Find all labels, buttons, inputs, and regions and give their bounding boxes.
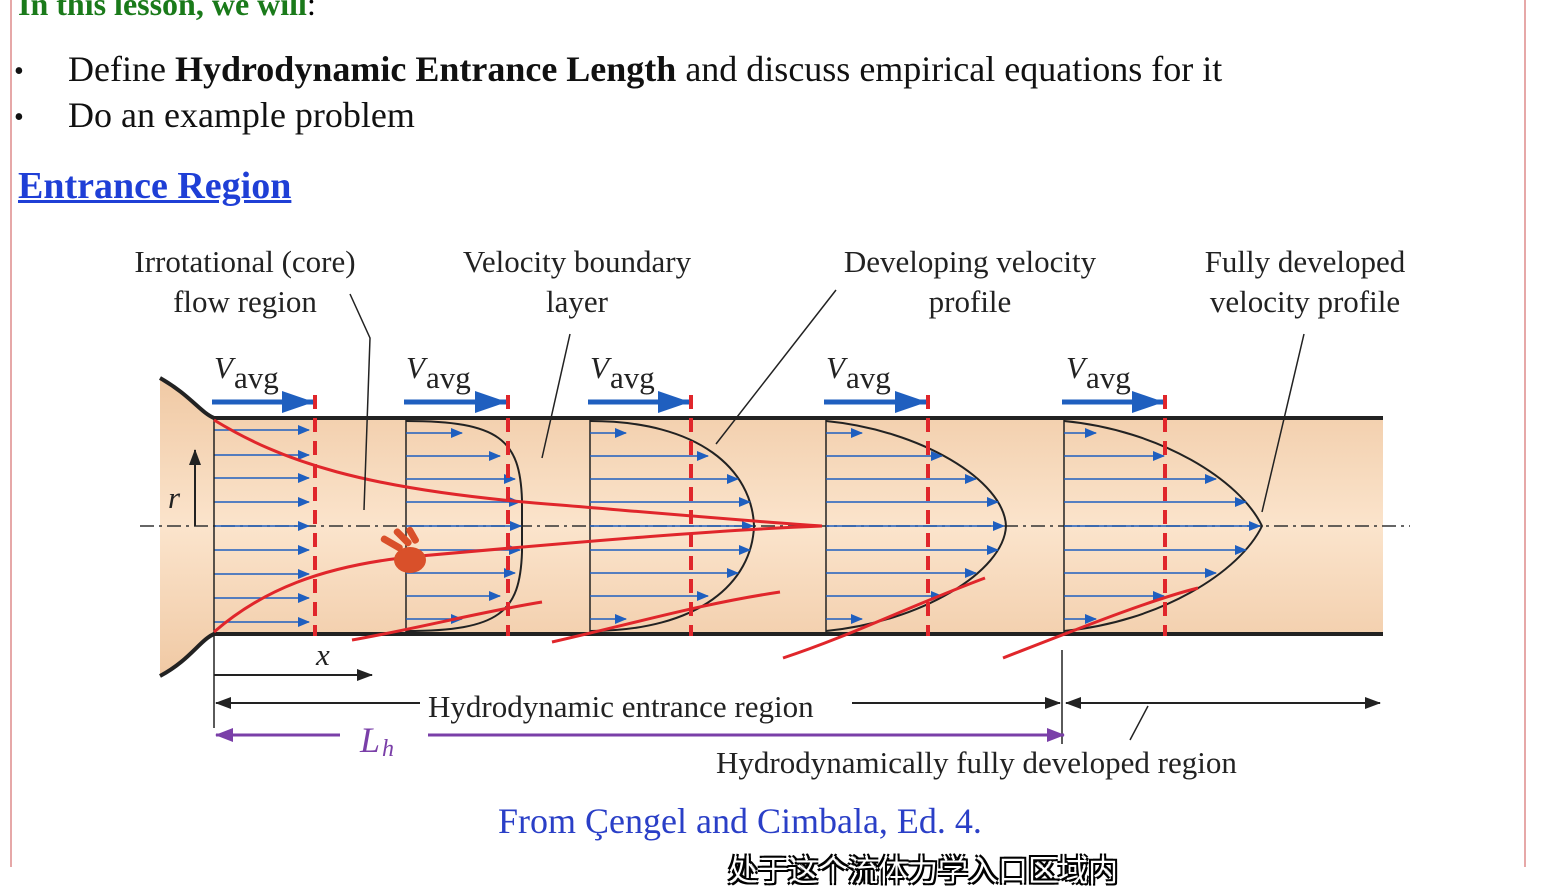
- label-fully-developed-line2: velocity profile: [1210, 284, 1400, 319]
- boundary-layer-leader: [541, 333, 571, 459]
- developed-region-label: Hydrodynamically fully developed region: [716, 745, 1237, 780]
- profile-curve: [825, 420, 1008, 632]
- vavg-symbol: V: [590, 350, 612, 385]
- vavg-symbol: V: [826, 350, 848, 385]
- profile-curve: [1063, 420, 1264, 632]
- radius-symbol: r: [168, 480, 181, 515]
- lesson-heading: In this lesson, we will:: [18, 0, 316, 23]
- annotation-stroke: [351, 600, 543, 642]
- vavg-subscript: avg: [610, 360, 655, 395]
- velocity-profile-uniform: [213, 418, 310, 634]
- x-symbol: x: [315, 637, 330, 672]
- vavg-label-2: V avg: [404, 350, 507, 413]
- bullet-dot: •: [14, 56, 24, 87]
- entrance-region-link[interactable]: Entrance Region: [18, 165, 292, 207]
- boundary-layer-lower: [213, 524, 823, 634]
- bullet-text-pre: Define: [68, 49, 175, 89]
- core-flow-leader: [349, 293, 371, 511]
- figure-caption: From Çengel and Cimbala, Ed. 4.: [498, 801, 982, 841]
- velocity-profile-station-3: [589, 418, 756, 634]
- label-boundary-layer-line1: Velocity boundary: [463, 244, 692, 279]
- bullet-text: Define Hydrodynamic Entrance Length and …: [68, 46, 1222, 92]
- vavg-label-3: V avg: [588, 350, 690, 413]
- vavg-label-5: V avg: [1062, 350, 1164, 413]
- bullet-text-post: and discuss empirical equations for it: [676, 49, 1223, 89]
- vavg-symbol: V: [1066, 350, 1088, 385]
- vavg-subscript: avg: [234, 360, 279, 395]
- boundary-layer-upper: [213, 418, 823, 528]
- bullet-text: Do an example problem: [68, 92, 415, 138]
- velocity-profile-fully-developed: [1063, 418, 1264, 634]
- slide-border-right: [1524, 0, 1526, 867]
- fully-developed-leader: [1261, 333, 1305, 513]
- vavg-subscript: avg: [1086, 360, 1131, 395]
- pipe-inlet-bottom-edge: [159, 632, 1383, 678]
- annotation-stroke: [782, 576, 986, 660]
- vavg-label-1: V avg: [212, 350, 314, 413]
- bullet-text-bold: Hydrodynamic Entrance Length: [174, 49, 677, 89]
- entrance-region-label: Hydrodynamic entrance region: [428, 689, 814, 724]
- vavg-symbol: V: [214, 350, 236, 385]
- lh-symbol: L: [359, 720, 380, 760]
- bullet-dot: •: [14, 102, 24, 133]
- label-developing-line1: Developing velocity: [844, 244, 1097, 279]
- slide-border-left: [10, 0, 12, 867]
- pipe-inlet-top-edge: [159, 376, 1383, 420]
- vavg-symbol: V: [406, 350, 428, 385]
- velocity-profile-station-2: [405, 418, 523, 634]
- developing-leader: [715, 289, 837, 445]
- profile-curve: [589, 420, 756, 632]
- video-subtitle: 处于这个流体力学入口区域内: [728, 854, 1118, 889]
- annotation-stroke: [1002, 586, 1199, 660]
- lh-subscript: h: [382, 736, 394, 762]
- pointer-hand-cursor-icon: [380, 526, 426, 573]
- vavg-subscript: avg: [426, 360, 471, 395]
- label-fully-developed-line1: Fully developed: [1205, 244, 1406, 279]
- label-core-flow-line1: Irrotational (core): [134, 244, 355, 279]
- label-boundary-layer-line2: layer: [546, 284, 609, 319]
- developed-region-leader: [1129, 705, 1149, 741]
- velocity-profile-station-4: [825, 418, 1008, 634]
- vavg-label-4: V avg: [824, 350, 927, 413]
- annotation-stroke: [551, 590, 781, 644]
- lesson-heading-text: In this lesson, we will: [18, 0, 307, 22]
- lesson-heading-colon: :: [306, 0, 316, 22]
- vavg-subscript: avg: [846, 360, 891, 395]
- label-core-flow-line2: flow region: [173, 284, 317, 319]
- bullet-text-pre: Do an example problem: [68, 95, 415, 135]
- label-developing-line2: profile: [929, 284, 1012, 319]
- entrance-region-diagram: V avg V avg V avg V avg V avg r x Hydrod…: [134, 244, 1410, 780]
- profile-curve: [405, 420, 523, 632]
